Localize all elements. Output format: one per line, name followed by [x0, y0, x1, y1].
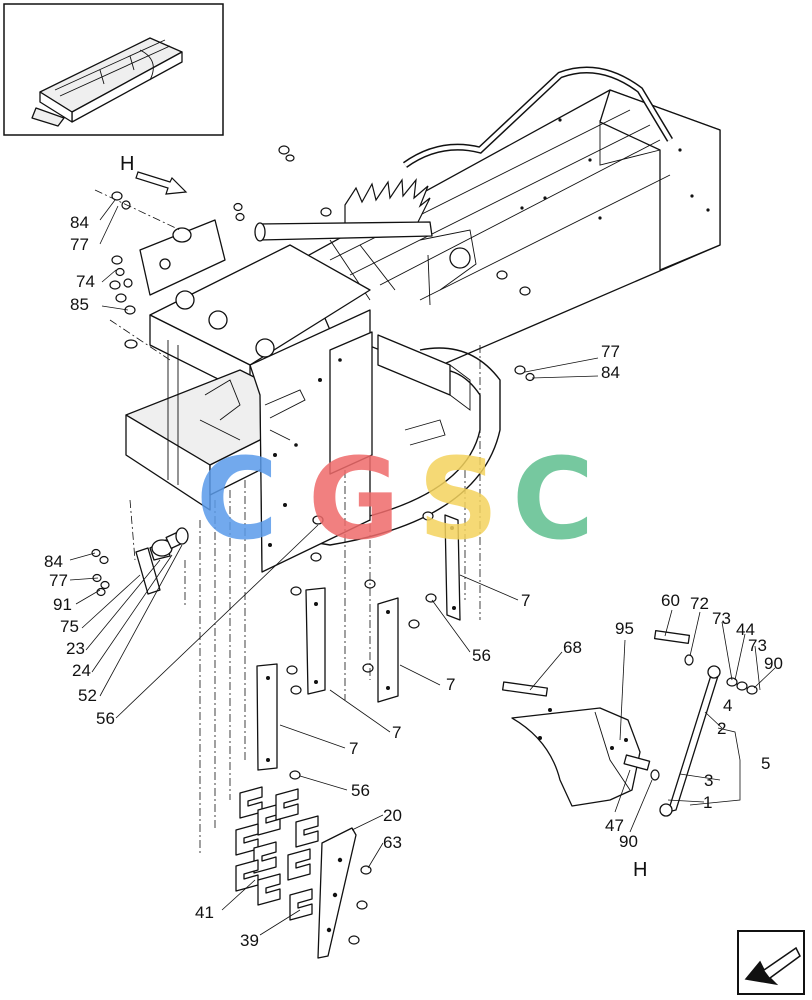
left-bracket-assembly: [125, 219, 373, 573]
callout-60: 60: [661, 591, 680, 610]
watermark-letter: C: [512, 435, 594, 565]
pivot-bracket-parts: [135, 527, 189, 595]
main-frame-assembly: [254, 66, 721, 371]
callout-63: 63: [383, 833, 402, 852]
callout-85: 85: [70, 295, 89, 314]
callout-20: 20: [383, 806, 402, 825]
deflector-linkage-assembly: [502, 630, 758, 817]
view-letter-h-bottom: H: [633, 859, 647, 881]
callout-7: 7: [521, 591, 530, 610]
callout-56: 56: [472, 646, 491, 665]
callout-44: 44: [736, 620, 755, 639]
callout-90: 90: [764, 654, 783, 673]
projection-lines: [94, 189, 481, 855]
callout-2: 2: [717, 719, 726, 738]
spring-clips: [235, 786, 372, 959]
callout-41: 41: [195, 903, 214, 922]
callout-4: 4: [723, 696, 732, 715]
leader-lines: [69, 199, 776, 936]
callout-73: 73: [712, 609, 731, 628]
callout-91: 91: [53, 595, 72, 614]
callout-labels: 84 77 74 85 77 84 84 77 91 75 23 24 52 5…: [44, 213, 783, 950]
callout-1: 1: [703, 793, 712, 812]
assembly-thumbnail-icon[interactable]: [3, 3, 224, 136]
callout-56: 56: [96, 709, 115, 728]
callout-77: 77: [49, 571, 68, 590]
watermark-letter: G: [308, 435, 400, 565]
discharge-guide: [299, 334, 501, 546]
callout-47: 47: [605, 816, 624, 835]
callout-7: 7: [446, 675, 455, 694]
callout-95: 95: [615, 619, 634, 638]
callout-56: 56: [351, 781, 370, 800]
callout-5: 5: [761, 754, 770, 773]
callout-77: 77: [601, 342, 620, 361]
callout-68: 68: [563, 638, 582, 657]
callout-23: 23: [66, 639, 85, 658]
callout-73: 73: [748, 636, 767, 655]
view-direction-arrow-icon: [135, 171, 188, 195]
callout-84: 84: [44, 552, 63, 571]
callout-84: 84: [601, 363, 620, 382]
callout-72: 72: [690, 594, 709, 613]
next-page-arrow-icon[interactable]: [737, 930, 805, 995]
watermark-letter: S: [418, 435, 499, 565]
callout-84: 84: [70, 213, 89, 232]
watermark-letter: C: [196, 435, 278, 565]
cgsc-watermark: C G S C: [196, 435, 594, 565]
callout-90: 90: [619, 832, 638, 851]
callout-7: 7: [349, 739, 358, 758]
callout-7: 7: [392, 723, 401, 742]
callout-75: 75: [60, 617, 79, 636]
callout-74: 74: [76, 272, 95, 291]
callout-24: 24: [72, 661, 91, 680]
side-plates: [256, 511, 461, 780]
callout-39: 39: [240, 931, 259, 950]
callout-77: 77: [70, 235, 89, 254]
callout-3: 3: [704, 771, 713, 790]
callout-52: 52: [78, 686, 97, 705]
view-letter-h-top: H: [120, 153, 134, 175]
